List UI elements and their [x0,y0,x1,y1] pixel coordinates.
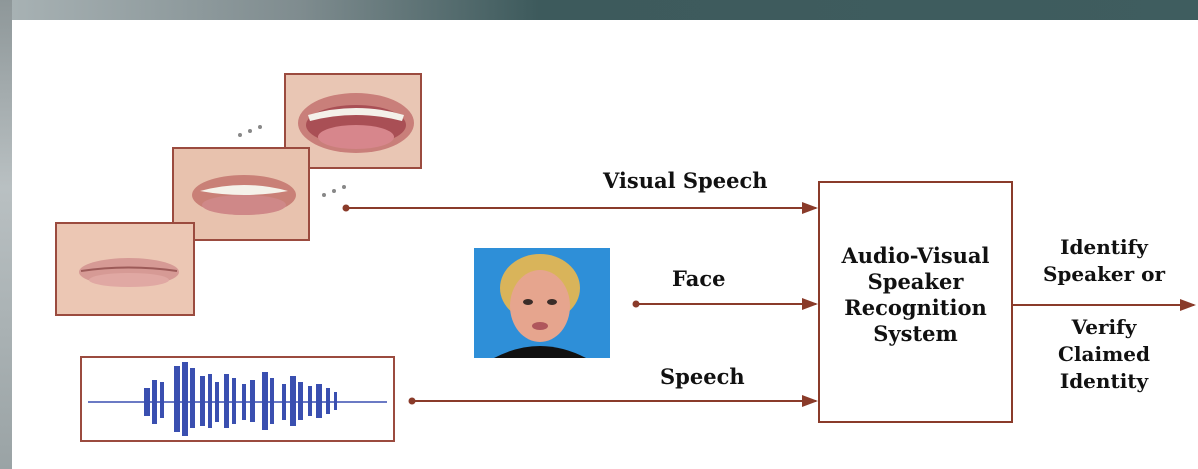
recognition-system-box: Audio-Visual Speaker Recognition System [818,181,1013,423]
identify-line-2: Speaker or [1030,261,1178,288]
verify-line-2: Claimed [1030,341,1178,368]
system-line-2: Speaker [820,269,1011,295]
system-line-3: Recognition [820,295,1011,321]
verify-line-3: Identity [1030,368,1178,395]
identify-line-1: Identify [1030,234,1178,261]
output-verify: Verify Claimed Identity [1030,314,1178,395]
label-face: Face [672,266,726,291]
system-line-4: System [820,321,1011,347]
verify-line-1: Verify [1030,314,1178,341]
output-identify: Identify Speaker or [1030,234,1178,288]
label-visual-speech: Visual Speech [603,168,768,193]
system-line-1: Audio-Visual [820,243,1011,269]
label-speech: Speech [660,364,745,389]
